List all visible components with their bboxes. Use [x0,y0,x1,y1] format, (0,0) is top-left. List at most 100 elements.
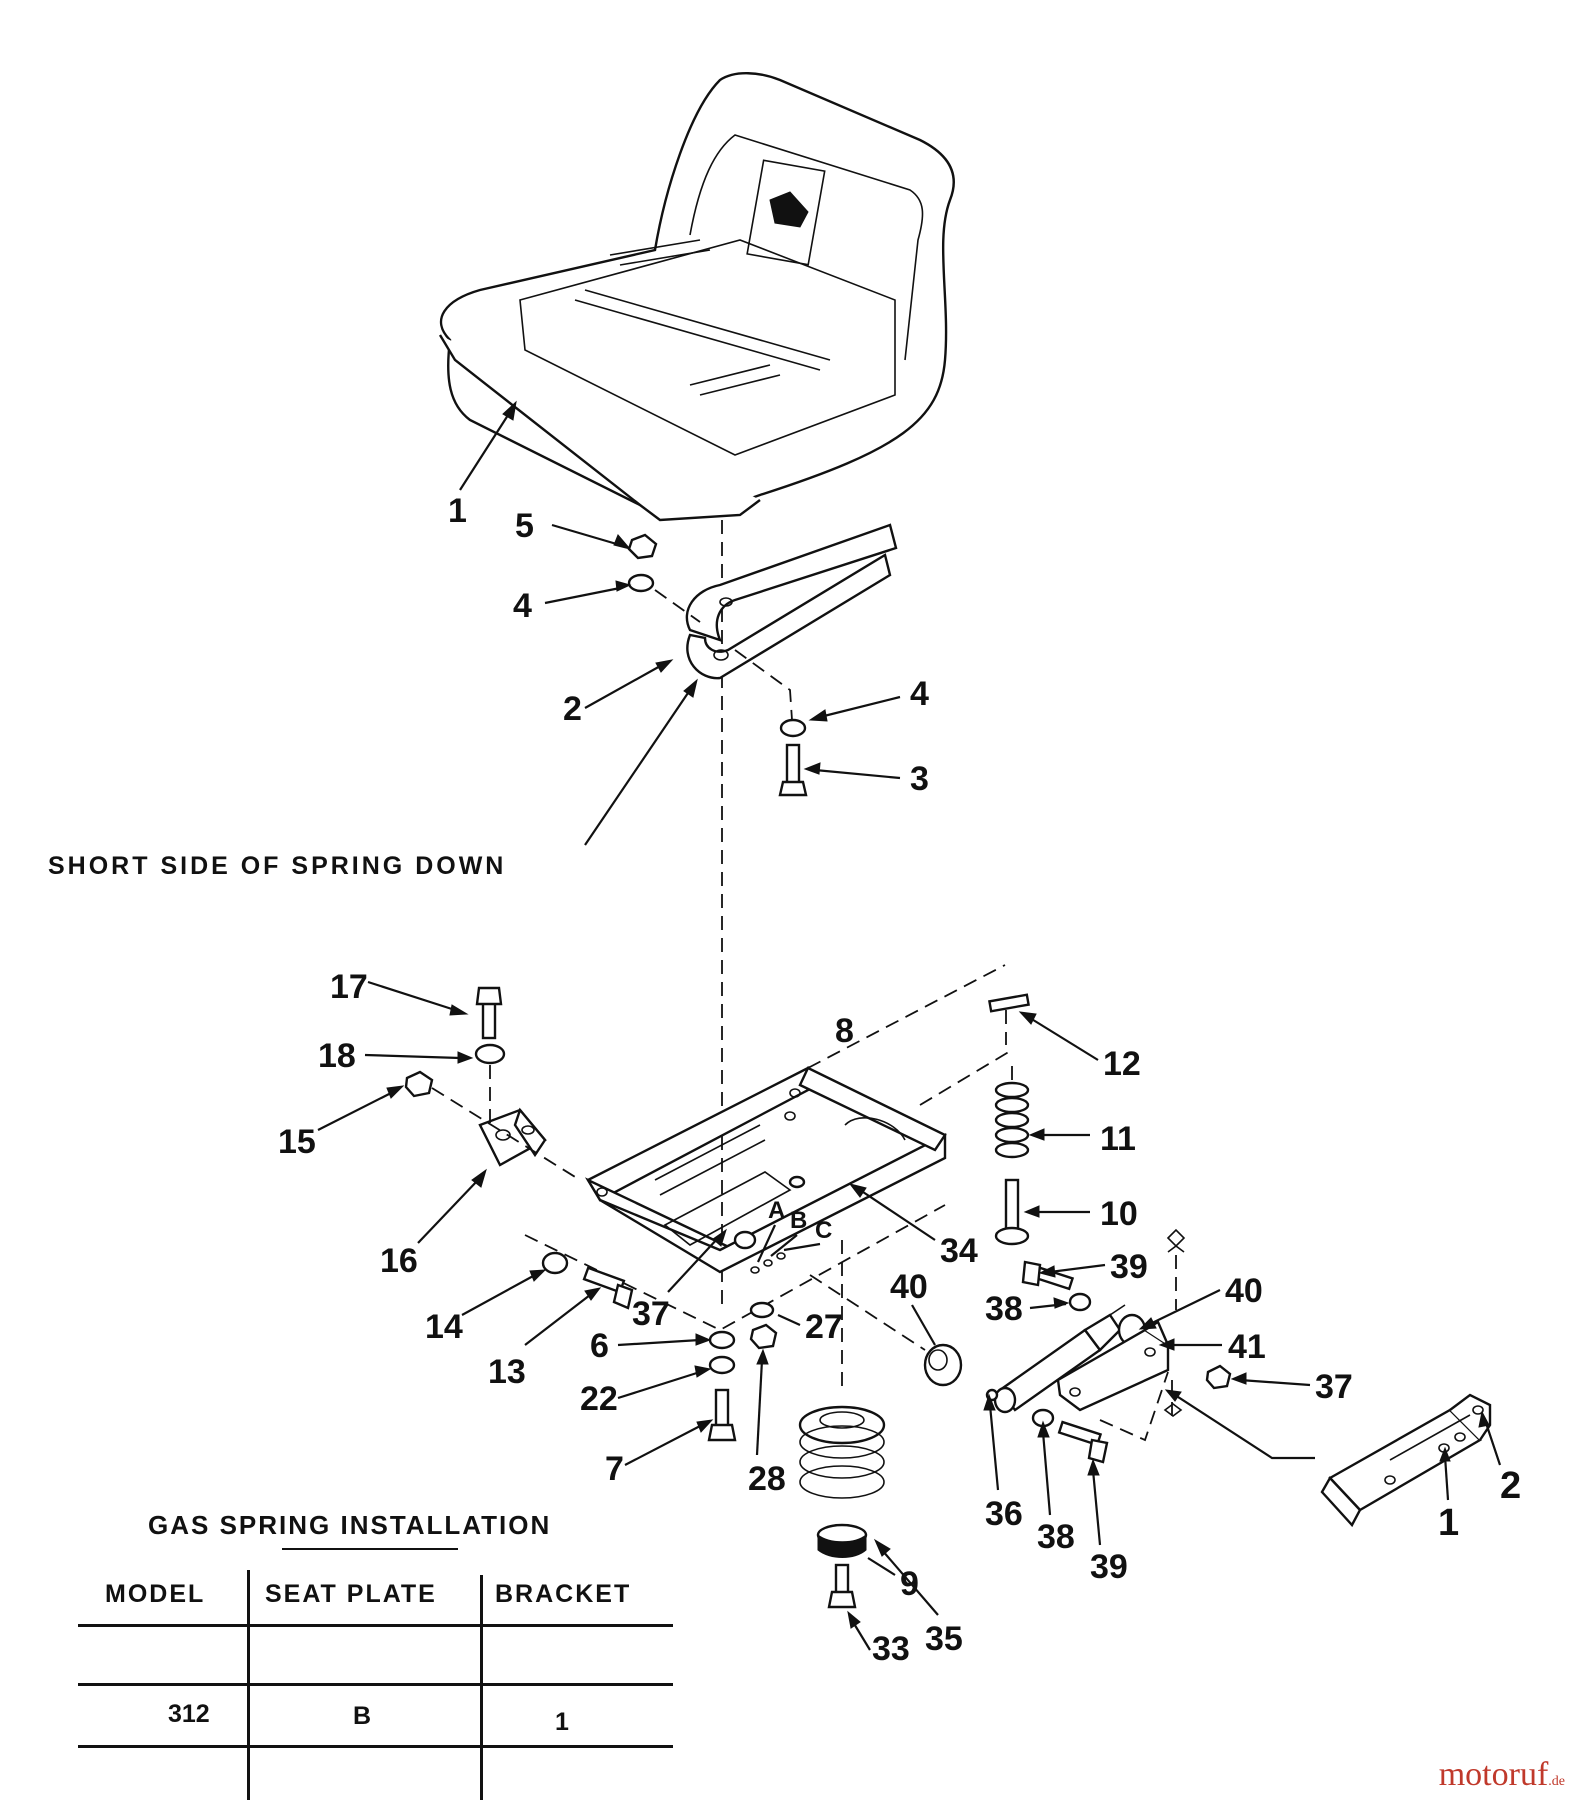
bolt-39-bottom [1057,1420,1103,1447]
callout-41: 41 [1228,1328,1266,1366]
cell-seat-plate: B [353,1702,372,1730]
hole-letter-b: B [790,1207,807,1234]
arrowhead [502,400,517,421]
washer-6 [708,1330,736,1350]
callout-37-left: 37 [632,1295,670,1333]
washer-27 [749,1301,775,1319]
dash-bolt3 [734,649,793,721]
nut-28 [749,1323,778,1350]
washer-4-top [627,573,655,593]
leader-bracket-1 [1443,1455,1450,1501]
callout-10: 10 [1100,1195,1138,1233]
leader-4b [819,695,901,719]
leader-3 [814,768,901,780]
spring-bracket [685,523,898,680]
callout-36: 36 [985,1495,1023,1533]
callout-15: 15 [278,1123,316,1161]
table-rule-2 [78,1683,673,1686]
leader-28 [755,1359,764,1456]
leader-36 [988,1404,1000,1491]
washer-18 [474,1043,506,1065]
callout-8: 8 [835,1012,854,1050]
callout-37-right: 37 [1315,1368,1353,1406]
bolt-10 [1004,1178,1020,1232]
bolt-7 [714,1388,730,1430]
table-col-divider-2 [480,1575,483,1800]
leader-37a [667,1237,719,1293]
leader-39a [1049,1263,1106,1274]
spacer-14 [541,1251,569,1275]
leader-to-mount [1174,1394,1315,1460]
watermark-suffix: .de [1548,1774,1565,1789]
dash-5-4 [654,589,701,623]
bolt-33 [834,1563,850,1597]
leader-33 [852,1621,871,1651]
table-col-divider-1 [247,1570,250,1800]
callout-4-bottom: 4 [910,675,929,713]
leader-18 [364,1053,461,1060]
leader-note [584,689,691,846]
callout-40-right: 40 [1225,1272,1263,1310]
callout-11: 11 [1100,1120,1136,1158]
hole-letter-a: A [768,1197,785,1224]
coil-spring [798,1405,886,1499]
leader-17 [367,980,456,1012]
bolt-17-head [475,986,503,1006]
bolt-3-head [778,780,808,797]
callout-28: 28 [748,1460,786,1498]
cell-bracket: 1 [555,1708,569,1736]
header-bracket: BRACKET [495,1580,632,1608]
callout-13: 13 [488,1353,526,1391]
callout-4-top: 4 [513,587,532,625]
bolt-33-head [827,1590,857,1609]
leader-1-seat [459,411,511,491]
leader-12 [1029,1017,1099,1061]
plate-outline-dash [524,1204,946,1332]
callout-38-top: 38 [985,1290,1023,1328]
callout-22: 22 [580,1380,618,1418]
callout-3: 3 [910,760,929,798]
callout-16: 16 [380,1242,418,1280]
washer-22 [708,1355,736,1375]
washer-38-top [1068,1292,1092,1312]
leader-22 [617,1370,701,1400]
bolt-17 [481,1001,497,1040]
leader-14 [461,1274,536,1316]
watermark: motoruf.de [1439,1756,1565,1794]
washer-4-bottom [779,718,807,738]
table-rule-3 [78,1745,673,1748]
cap-9-body [817,1533,867,1558]
leader-4a [544,586,621,605]
callout-bracket-1: 1 [1438,1502,1459,1544]
leader-35 [881,1549,939,1616]
leader-37b [1239,1378,1311,1387]
bushing-40-left [923,1343,963,1387]
seat-plate [584,1066,947,1274]
bolt-7-head [707,1423,737,1442]
nut-15 [404,1070,434,1098]
bolt-10-head [994,1226,1030,1246]
callout-9: 9 [900,1565,919,1603]
callout-35: 35 [925,1620,963,1658]
small-spring-11 [994,1081,1030,1159]
leader-39b [1091,1469,1102,1546]
callout-27: 27 [805,1308,843,1346]
header-seat-plate: SEAT PLATE [265,1580,437,1608]
table-rule-1 [78,1624,673,1627]
callout-14: 14 [425,1308,463,1346]
leader-13 [524,1294,591,1346]
leader-6 [617,1338,701,1347]
leader-34 [859,1189,936,1241]
leader-15 [317,1091,394,1131]
leader-9 [867,1557,896,1576]
callout-33: 33 [872,1630,910,1668]
nut-37-plate [733,1230,757,1250]
leader-7 [624,1424,703,1466]
header-model: MODEL [105,1580,206,1608]
leader-5 [551,523,621,547]
callout-39-bottom: 39 [1090,1548,1128,1586]
leader-16 [417,1179,479,1244]
pin-12 [988,993,1030,1013]
callout-12: 12 [1103,1045,1141,1083]
